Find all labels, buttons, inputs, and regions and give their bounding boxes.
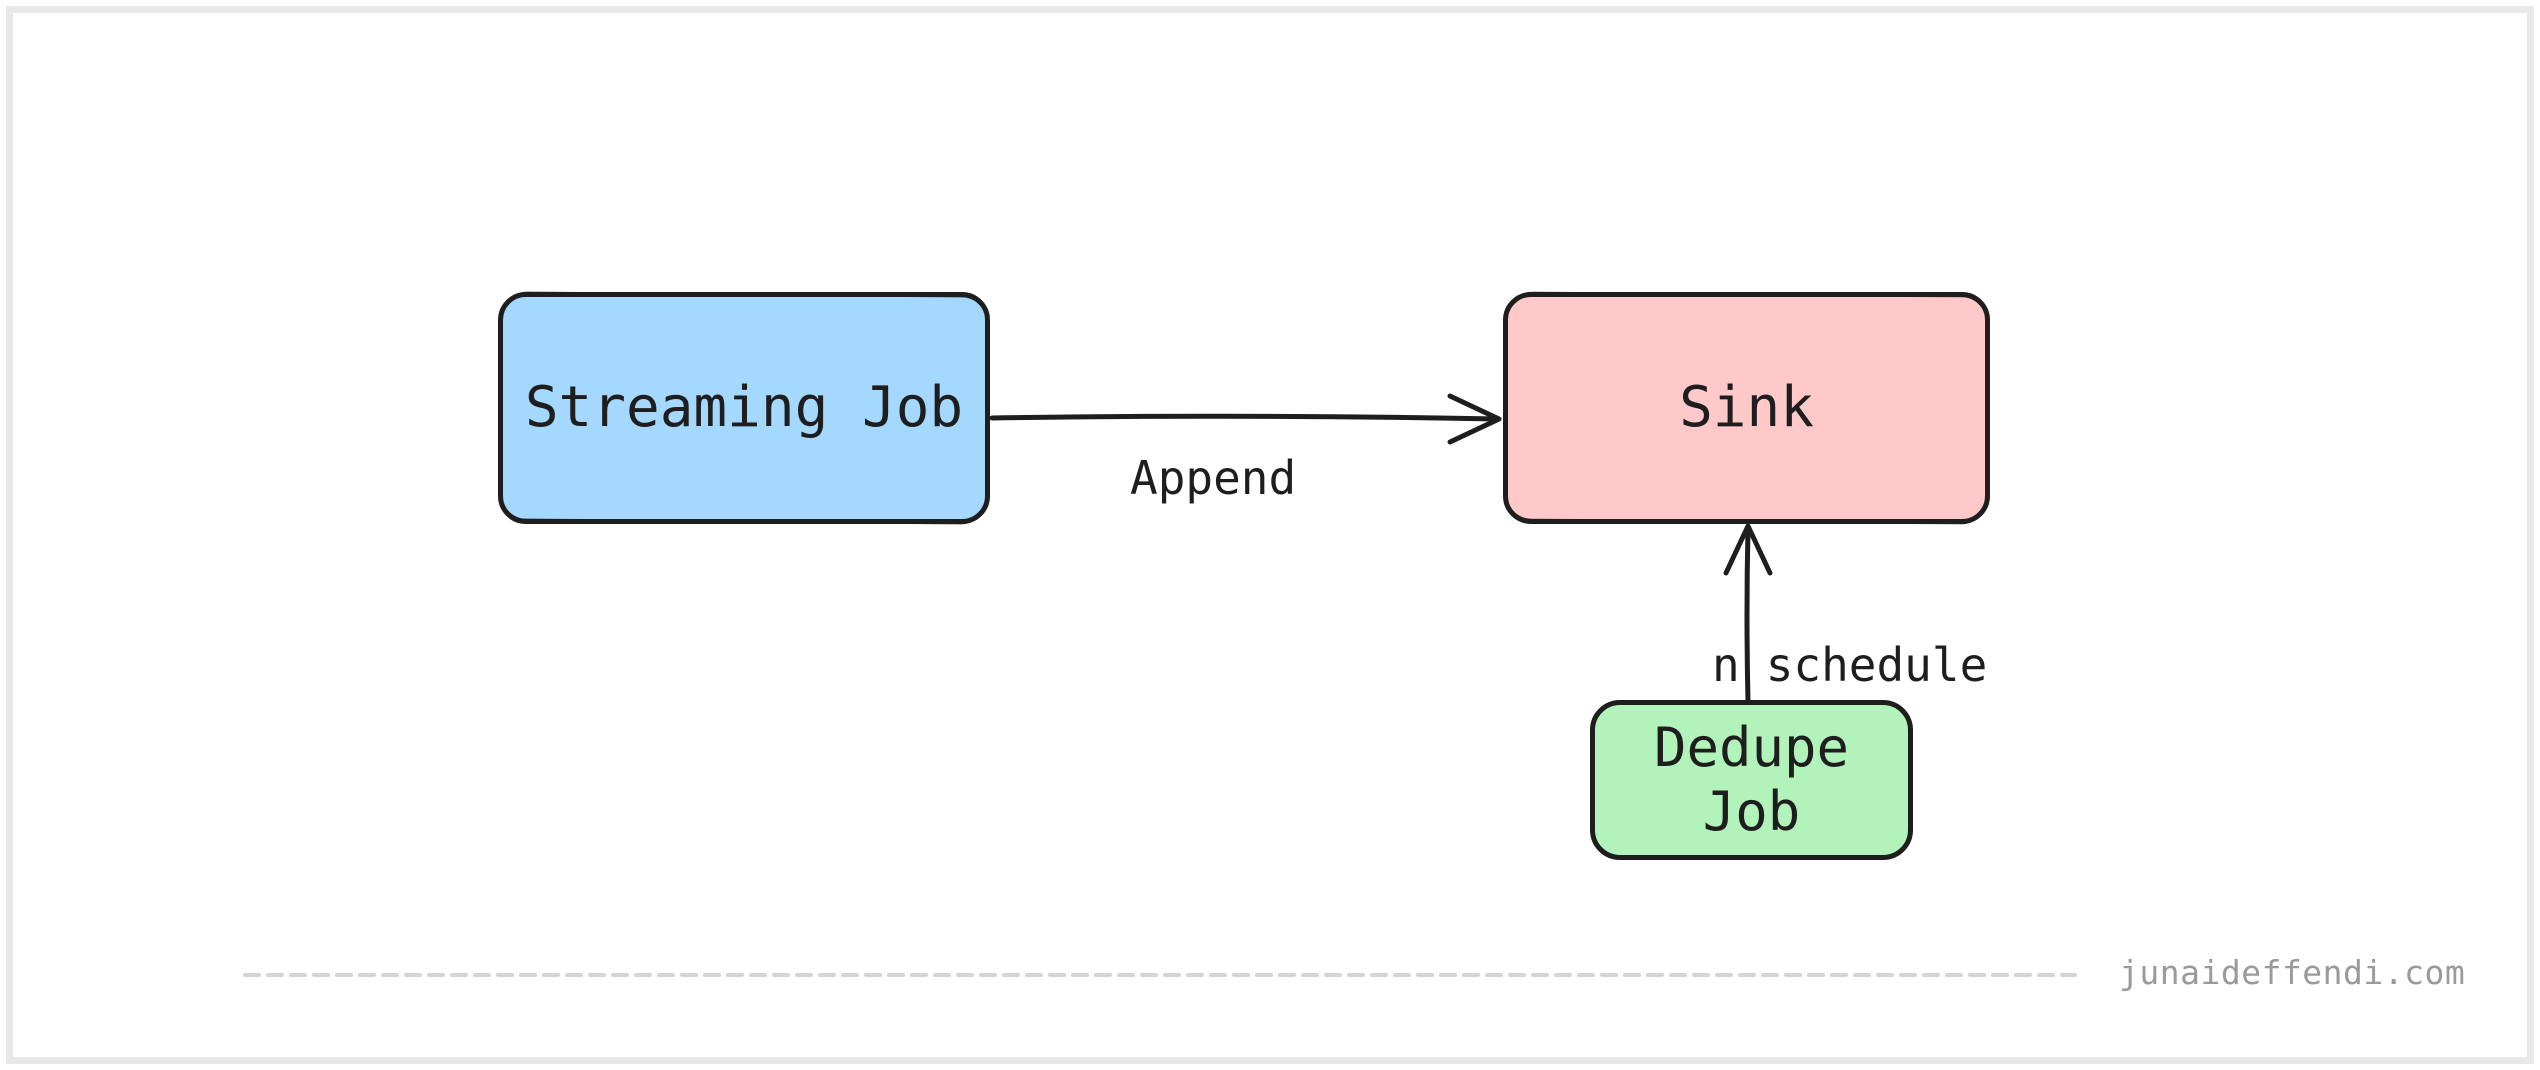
node-streaming-job: Streaming Job (498, 292, 990, 524)
node-label: Streaming Job (524, 375, 964, 440)
schedule-arrowhead-icon (1723, 523, 1773, 576)
schedule-arrow-line (1744, 525, 1751, 705)
node-label-line1: Dedupe (1653, 716, 1850, 779)
edge-label-schedule-right: schedule (1765, 638, 1988, 692)
append-arrowhead-icon (1447, 393, 1502, 445)
node-label: Sink (1679, 375, 1814, 440)
edge-label-schedule-left: n (1712, 638, 1740, 692)
node-sink: Sink (1503, 292, 1990, 524)
edge-label-schedule: n schedule (1712, 637, 1987, 693)
append-arrow-line (989, 413, 1500, 422)
node-label-line2: Job (1702, 780, 1801, 843)
edge-label-append: Append (1130, 451, 1297, 505)
watermark: junaideffendi.com (2119, 953, 2466, 992)
